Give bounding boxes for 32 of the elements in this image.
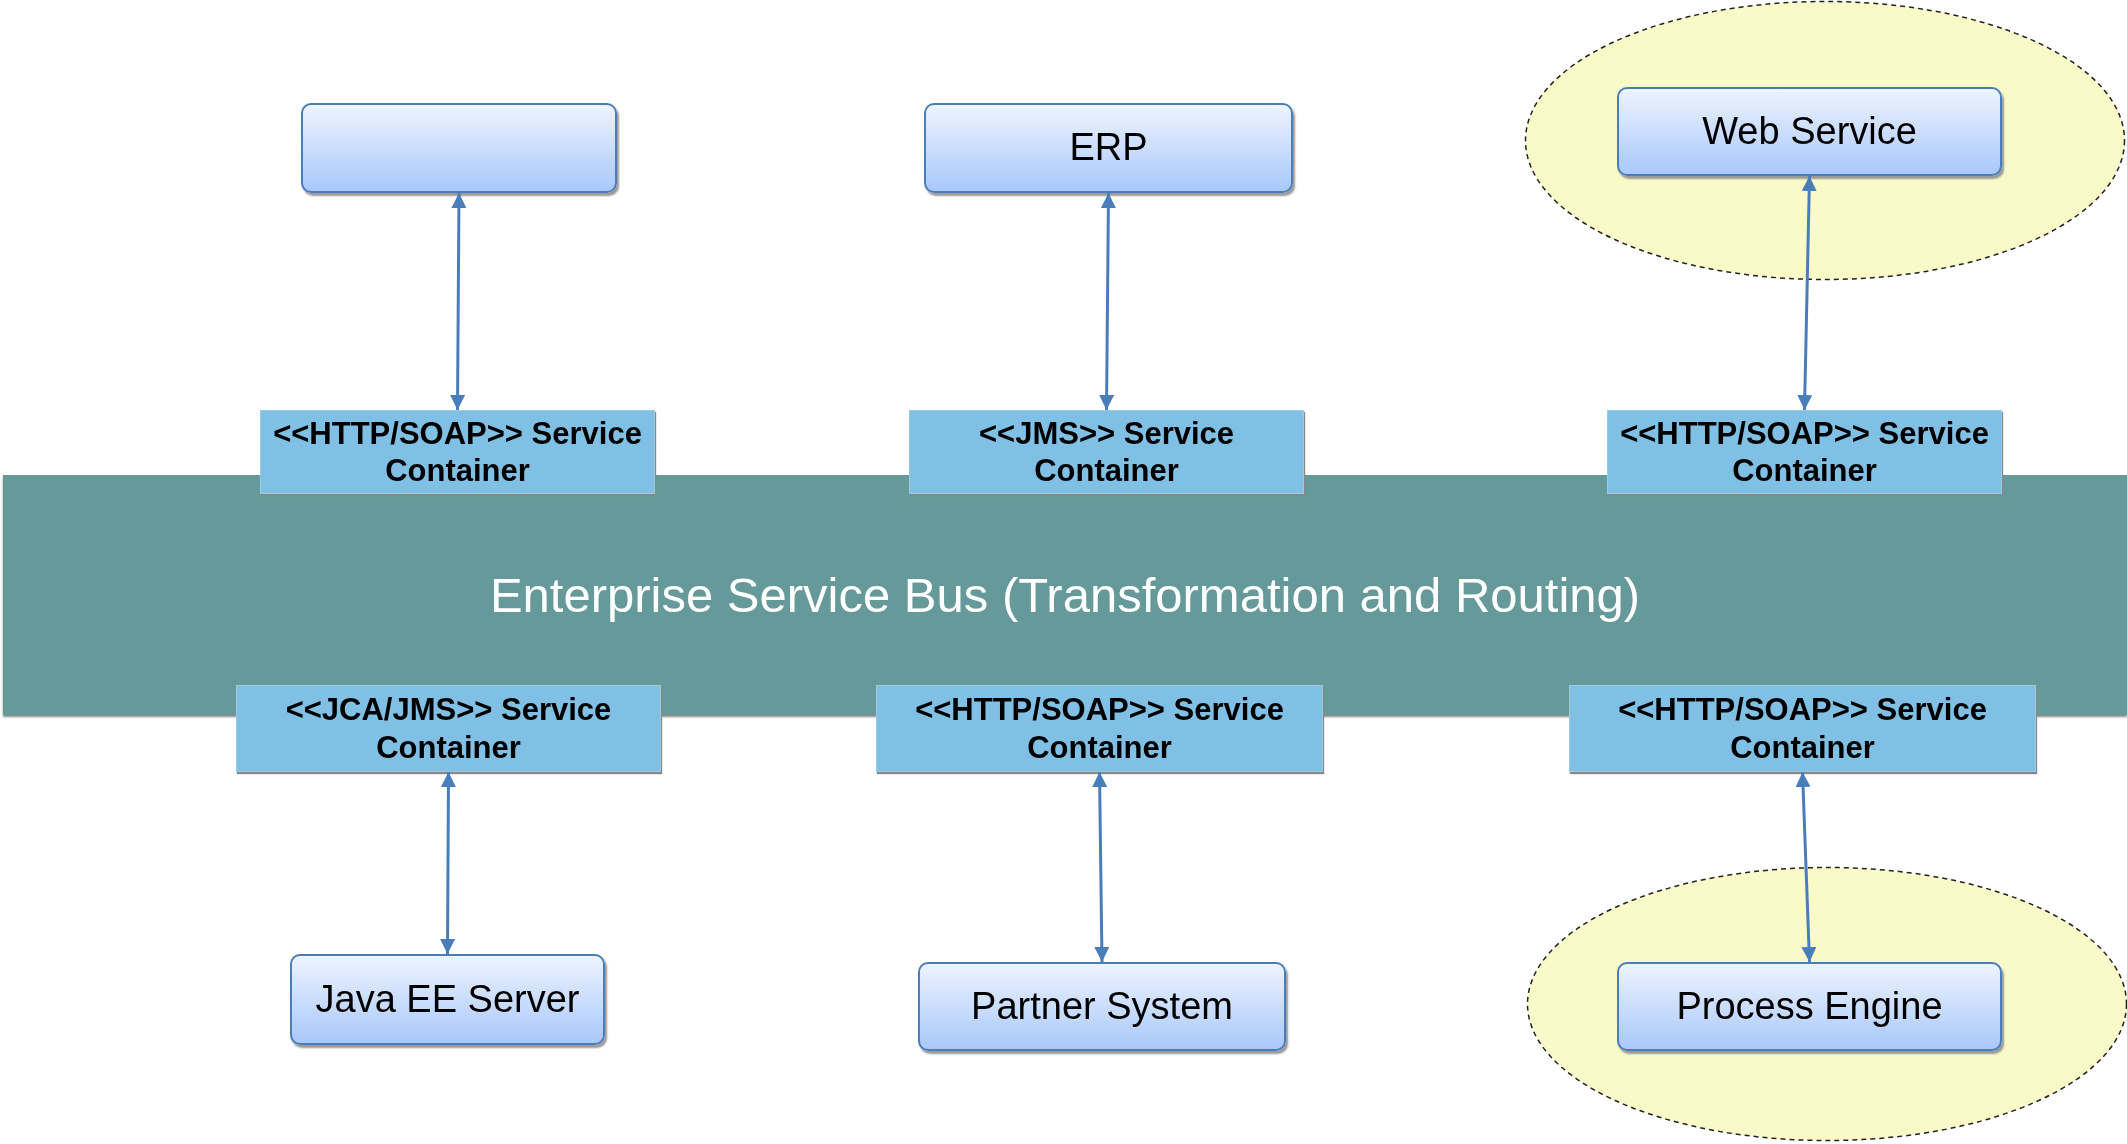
service-container-box: [909, 410, 1304, 494]
node-label: Partner System: [971, 985, 1233, 1028]
arrow: [1797, 175, 1817, 411]
arrow: [1092, 771, 1110, 963]
node-label: Web Service: [1702, 110, 1917, 153]
arrow: [1099, 193, 1116, 410]
system-box: [290, 954, 605, 1045]
node-label: <<HTTP/SOAP>> Service Container: [272, 414, 643, 490]
arrow: [440, 772, 456, 954]
node-label: Enterprise Service Bus (Transformation and Routing): [489, 567, 1641, 623]
system-box: [918, 962, 1286, 1051]
node-label: Java EE Server: [315, 978, 580, 1021]
node-label: <<JMS>> Service Container: [977, 414, 1236, 490]
system-box: [1617, 962, 2002, 1051]
service-container-box: [236, 685, 661, 772]
system-box: [1617, 87, 2002, 176]
node-label: Process Engine: [1676, 985, 1943, 1028]
system-box: [301, 103, 617, 193]
node-label: ERP: [1069, 127, 1148, 169]
dashed-ellipse: [1524, 0, 2126, 281]
dashed-ellipse: [1526, 866, 2127, 1142]
node-label: <<HTTP/SOAP>> Service Container: [914, 691, 1285, 766]
service-container-box: [260, 410, 655, 494]
node-label: <<HTTP/SOAP>> Service Container: [1619, 414, 1990, 490]
node-label: <<JCA/JMS>> Service Container: [284, 691, 613, 766]
system-box: [924, 103, 1293, 193]
arrow: [1795, 771, 1817, 963]
service-container-box: [876, 685, 1323, 772]
node-label: <<HTTP/SOAP>> Service Container: [1617, 691, 1988, 766]
service-container-box: [1607, 410, 2002, 494]
arrow: [450, 193, 467, 410]
service-container-box: [1569, 685, 2036, 772]
